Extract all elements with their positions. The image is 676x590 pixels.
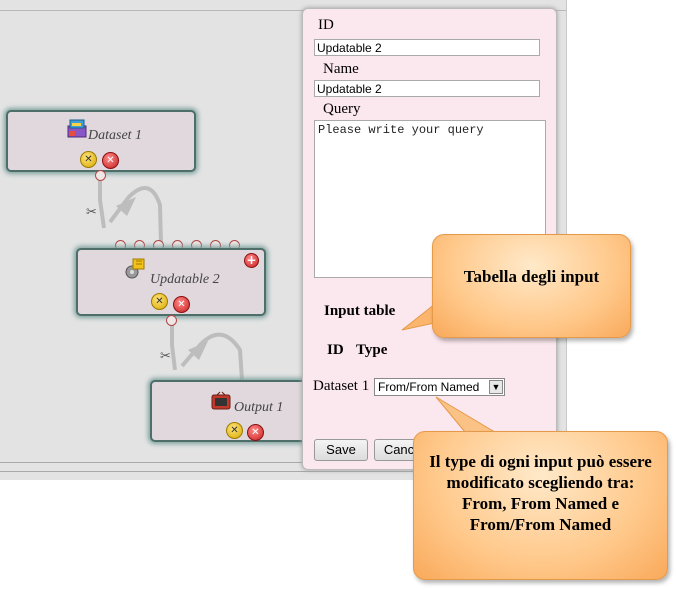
updatable-edit-button[interactable]: ✕ [151,293,168,310]
dataset-icon [67,119,87,138]
dataset-node[interactable]: Dataset 1 ✕ ✕ [6,110,196,172]
input-table-header-type: Type [356,342,388,358]
name-field[interactable]: Updatable 2 [314,80,540,97]
connector-dataset-updatable [98,178,163,245]
id-label: ID [318,17,334,33]
name-label: Name [323,61,359,77]
dataset-edit-button[interactable]: ✕ [80,151,97,168]
callout-input-table: Tabella degli input [432,234,631,338]
updatable-delete-button[interactable]: ✕ [173,296,190,313]
updatable-node-title: Updatable 2 [150,272,220,287]
save-button[interactable]: Save [314,439,368,461]
output-delete-button[interactable]: ✕ [247,424,264,441]
canvas-top-border [0,10,566,11]
callout-type-text: Il type di ogni input può essere modific… [429,452,652,534]
input-type-selected: From/From Named [378,380,480,394]
callout-input-table-text: Tabella degli input [463,267,600,286]
output-node-title: Output 1 [234,400,284,415]
cut-connection-icon[interactable]: ✂ [160,349,171,364]
canvas-bottom-border-2 [0,471,566,472]
input-table-header-id: ID [327,342,344,358]
input-row-id: Dataset 1 [313,378,370,394]
updatable-output-port[interactable] [166,315,177,326]
cut-connection-icon[interactable]: ✂ [86,205,97,220]
dataset-delete-button[interactable]: ✕ [102,152,119,169]
dataset-node-title: Dataset 1 [88,128,143,143]
updatable-node[interactable]: Updatable 2 + ✕ ✕ [76,248,266,316]
chevron-down-icon[interactable]: ▼ [489,380,503,394]
id-field[interactable]: Updatable 2 [314,39,540,56]
input-type-select[interactable]: From/From Named ▼ [374,378,505,396]
callout-type: Il type di ogni input può essere modific… [413,431,668,580]
arrowhead-updatable-output [188,341,208,360]
dataset-output-port[interactable] [95,170,106,181]
query-label: Query [323,101,361,117]
connector-updatable-output [170,322,244,381]
cancel-button[interactable]: Canc [374,439,424,461]
output-icon [211,391,231,410]
arrowhead-dataset-updatable [116,197,136,216]
connections-layer [98,178,244,381]
input-table-label: Input table [324,303,396,319]
output-node[interactable]: Output 1 ✕ ✕ [150,380,314,442]
canvas-bottom-border [0,462,566,463]
output-edit-button[interactable]: ✕ [226,422,243,439]
updatable-icon [125,258,145,279]
updatable-add-input-button[interactable]: + [244,253,259,268]
